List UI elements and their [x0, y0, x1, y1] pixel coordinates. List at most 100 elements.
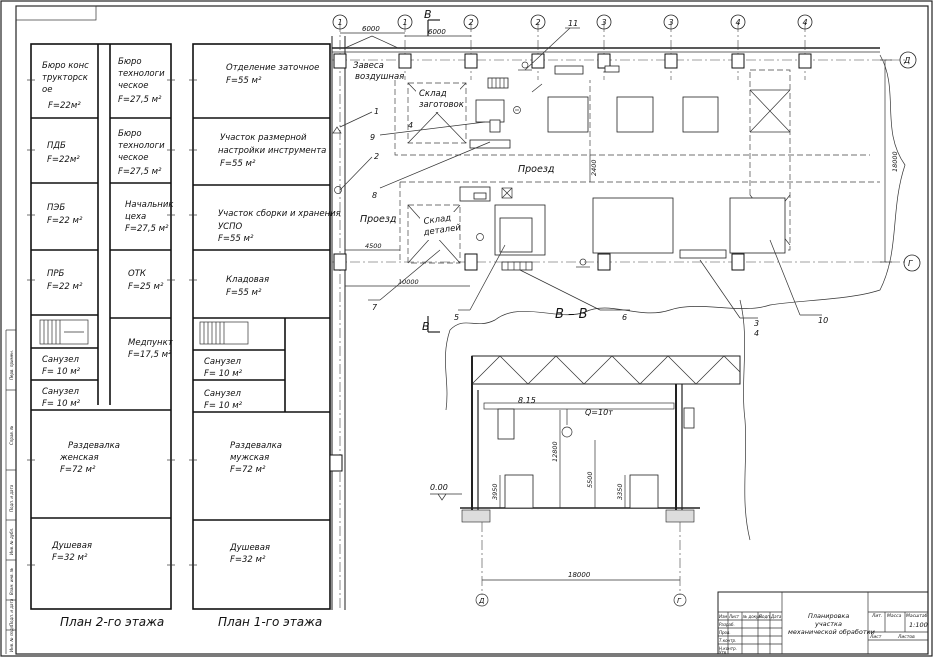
top-corner-box — [15, 5, 97, 21]
title-block: Изм Лист № докум. Подп. Дата Разраб. Про… — [717, 591, 929, 655]
plan2-room-9: Медпункт F=17,5 м² — [128, 338, 174, 360]
section-mark-top: В — [424, 8, 432, 21]
leader-number: 3 — [754, 319, 759, 328]
machine-small — [554, 65, 584, 75]
svg-text:ПРБ: ПРБ — [47, 269, 65, 279]
plan2-room-6: Начальник цеха F=27,5 м² — [125, 200, 174, 234]
dim-text: 3950 — [491, 483, 499, 500]
passage-label-top: Проезд — [518, 164, 555, 175]
section-axis-bubble: Д — [475, 593, 489, 607]
plan2-room-1: Бюро конс трукторск ое F=22м² — [42, 61, 89, 111]
svg-text:Раздевалка: Раздевалка — [230, 441, 282, 451]
svg-text:№ докум.: № докум. — [742, 614, 763, 619]
svg-text:Д: Д — [478, 597, 485, 605]
machine — [682, 96, 719, 133]
svg-text:F=55 м²: F=55 м² — [220, 159, 256, 169]
svg-text:F= 10 м²: F= 10 м² — [42, 367, 81, 377]
svg-text:Санузел: Санузел — [42, 355, 79, 365]
column — [597, 53, 611, 69]
air-curtain-label: воздушная — [355, 72, 404, 82]
svg-text:Пров.: Пров. — [719, 630, 731, 635]
svg-text:Масса: Масса — [887, 613, 902, 619]
leader-number: 11 — [568, 19, 578, 28]
svg-text:Лит.: Лит. — [871, 613, 882, 619]
site-boundary — [449, 54, 906, 331]
svg-text:Отделение заточное: Отделение заточное — [226, 63, 319, 73]
svg-text:F=17,5 м²: F=17,5 м² — [128, 350, 172, 360]
svg-text:Душевая: Душевая — [51, 541, 92, 551]
dim-text: 18000 — [568, 571, 591, 579]
svg-text:Санузел: Санузел — [204, 357, 241, 367]
svg-text:мужская: мужская — [230, 453, 269, 463]
dim-text: 2400 — [590, 159, 598, 176]
section-axis-bubble: Г — [673, 593, 687, 607]
title-line: Планировка — [808, 612, 849, 620]
air-curtain-label: Завеса — [353, 61, 384, 71]
leader-number: 2 — [374, 152, 379, 161]
svg-text:Лист: Лист — [869, 634, 882, 640]
svg-text:Участок сборки и хранения: Участок сборки и хранения — [218, 209, 341, 219]
plan2-room-5: ПЭБ F=22 м² — [47, 203, 83, 226]
plan2-room-11: Санузел F= 10 м² — [42, 387, 81, 409]
svg-text:Санузел: Санузел — [42, 387, 79, 397]
svg-text:ПДБ: ПДБ — [47, 141, 66, 151]
svg-text:Дата: Дата — [770, 614, 782, 619]
svg-text:Бюро: Бюро — [118, 57, 142, 67]
svg-text:Бюро: Бюро — [118, 129, 142, 139]
margin-label: Перв. примен. — [9, 350, 14, 380]
svg-text:Участок размерной: Участок размерной — [220, 133, 307, 143]
plan1-outline — [192, 43, 331, 610]
leader-number: 10 — [818, 316, 828, 325]
plan1-room-2: Участок размерной настройки инструмента … — [218, 133, 326, 169]
margin-label: Инв. № подл. — [9, 624, 14, 652]
svg-text:F=22 м²: F=22 м² — [47, 282, 83, 292]
margin-label: Взам. инв. № — [9, 568, 14, 595]
air-curtain-symbol — [344, 35, 399, 49]
svg-text:2: 2 — [469, 18, 474, 27]
column — [731, 53, 745, 69]
dim-text: 18000 — [891, 151, 899, 172]
svg-text:F=22м²: F=22м² — [48, 101, 81, 111]
svg-text:Г: Г — [677, 597, 682, 605]
plan2-room-8: ОТК F=25 м² — [128, 269, 164, 292]
axis-bubble: 1 — [332, 14, 348, 30]
svg-text:ое: ое — [42, 85, 52, 95]
dim-text: 12800 — [551, 441, 559, 462]
plan2-title: План 2-го этажа — [60, 615, 164, 629]
svg-text:Лист: Лист — [728, 614, 740, 619]
column — [464, 53, 478, 69]
machine-small — [679, 249, 727, 259]
plan-first-floor: Отделение заточное F=55 м² Участок разме… — [189, 43, 341, 629]
svg-text:2: 2 — [536, 18, 541, 27]
svg-text:УСПО: УСПО — [218, 222, 243, 232]
left-margin-strip: Перв. примен. Справ. № Подп. и дата Инв.… — [5, 329, 16, 654]
svg-text:Душевая: Душевая — [229, 543, 270, 553]
plan1-room-3: Участок сборки и хранения УСПО F=55 м² — [218, 209, 341, 244]
axis-bubble-right: Д — [899, 51, 917, 69]
margin-label: Инв. № дубл. — [9, 528, 14, 555]
leader-number: 7 — [372, 303, 378, 312]
upper-zone-outline — [394, 80, 591, 156]
plan2-room-12: Раздевалка женская F=72 м² — [59, 441, 120, 475]
machine-large — [592, 197, 674, 254]
dim-text: 6000 — [362, 25, 380, 33]
svg-text:F=22м²: F=22м² — [47, 155, 80, 165]
margin-label: Справ. № — [9, 426, 14, 445]
machine — [475, 99, 505, 123]
leader-number: 1 — [374, 107, 379, 116]
margin-label: Подп. и дата — [9, 484, 14, 512]
svg-text:Г: Г — [908, 259, 913, 268]
plan2-room-3: Бюро технологи ческое F=27,5 м² — [118, 129, 165, 177]
plan2-room-13: Душевая F=32 м² — [51, 541, 92, 563]
margin-label: Подп. и дата — [9, 598, 14, 626]
svg-text:Изм: Изм — [719, 614, 727, 619]
plan1-room-1: Отделение заточное F=55 м² — [226, 63, 319, 86]
svg-text:настройки инструмента: настройки инструмента — [218, 146, 326, 156]
svg-text:F=27,5 м²: F=27,5 м² — [118, 167, 162, 177]
svg-text:F=25 м²: F=25 м² — [128, 282, 164, 292]
column — [329, 454, 343, 472]
plan1-title: План 1-го этажа — [218, 615, 322, 629]
svg-text:Медпункт: Медпункт — [128, 338, 174, 348]
svg-text:Масштаб: Масштаб — [906, 613, 928, 619]
